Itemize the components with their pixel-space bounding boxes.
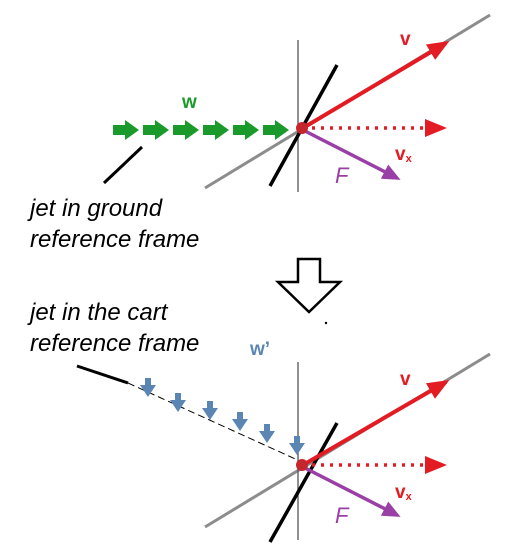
label-v-bottom: v [400,369,411,390]
bottom-contact-point [296,459,308,471]
jet-arrow [113,120,139,140]
label-vx-bottom: vx [395,483,412,503]
jet-arrow [289,436,305,455]
vx-subscript: x [405,153,412,165]
jet-arrow [170,393,186,412]
cart-caption-pointer [76,364,129,385]
label-w: w [182,92,197,113]
ground-caption-line1: jet in ground [30,195,163,222]
top-force-arrow [302,128,401,180]
small-dot [324,321,328,325]
jet-arrow [143,120,169,140]
vx-main: v [395,482,406,503]
label-force-top: F [335,163,349,188]
cart-jet-arrows [140,378,305,455]
label-w-prime: w’ [250,339,271,360]
bottom-velocity-arrow [301,379,450,467]
label-vx-top: vx [395,145,412,165]
cart-frame-panel [76,352,491,543]
top-contact-point [296,122,308,134]
ground-jet-arrows [113,120,289,140]
transition-down-arrow [274,257,344,314]
top-velocity-arrow [301,40,450,130]
jet-arrow [232,412,248,431]
jet-arrow [259,424,275,443]
bottom-sail-line [268,422,339,543]
ground-caption-line2: reference frame [30,226,200,253]
jet-arrow [233,120,259,140]
label-force-bottom: F [335,503,349,528]
cart-caption-line1: jet in the cart [30,299,168,326]
ground-caption-pointer [102,145,144,185]
jet-arrow [263,120,289,140]
bottom-force-arrow [302,465,401,517]
jet-arrow [203,120,229,140]
ground-frame-panel [102,13,491,192]
cart-jet-path [127,382,303,463]
jet-arrow [140,378,156,397]
vx-subscript: x [405,491,412,503]
jet-arrow [202,401,218,420]
jet-arrow [173,120,199,140]
vx-main: v [395,144,406,165]
label-v-top: v [400,29,411,50]
cart-caption-line2: reference frame [30,330,200,357]
